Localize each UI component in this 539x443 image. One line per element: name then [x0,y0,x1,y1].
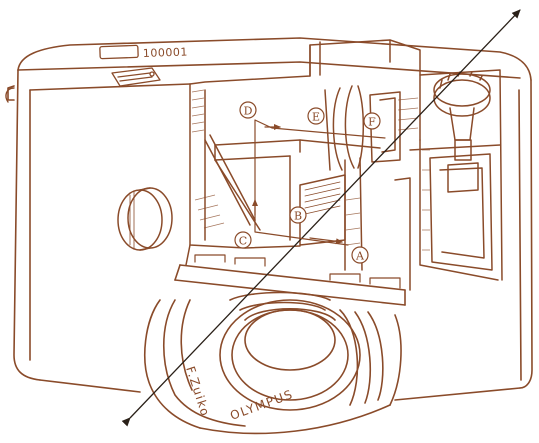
light-path [121,9,521,427]
callout-labels: A B C D E F [234,101,381,264]
film-chamber [409,69,503,281]
camera-body [7,37,533,401]
strap-lug [5,87,15,103]
label-c: C [234,231,252,249]
svg-text:C: C [239,235,247,248]
svg-text:F: F [368,116,376,129]
lens-model-text: F.Zuiko [183,365,212,419]
label-f: F [363,112,381,130]
label-b: B [289,206,307,224]
svg-text:A: A [355,250,365,263]
serial-number: 100001 [143,45,188,60]
viewfinder-path [254,119,386,246]
viewfinder-housing [185,39,421,291]
light-ray-main [121,9,521,427]
svg-text:E: E [312,111,320,124]
label-a: A [351,246,369,264]
slow-speed-dial [117,187,173,251]
label-e: E [307,107,325,125]
svg-text:D: D [244,105,253,118]
svg-text:B: B [294,210,302,223]
label-d: D [239,101,257,119]
